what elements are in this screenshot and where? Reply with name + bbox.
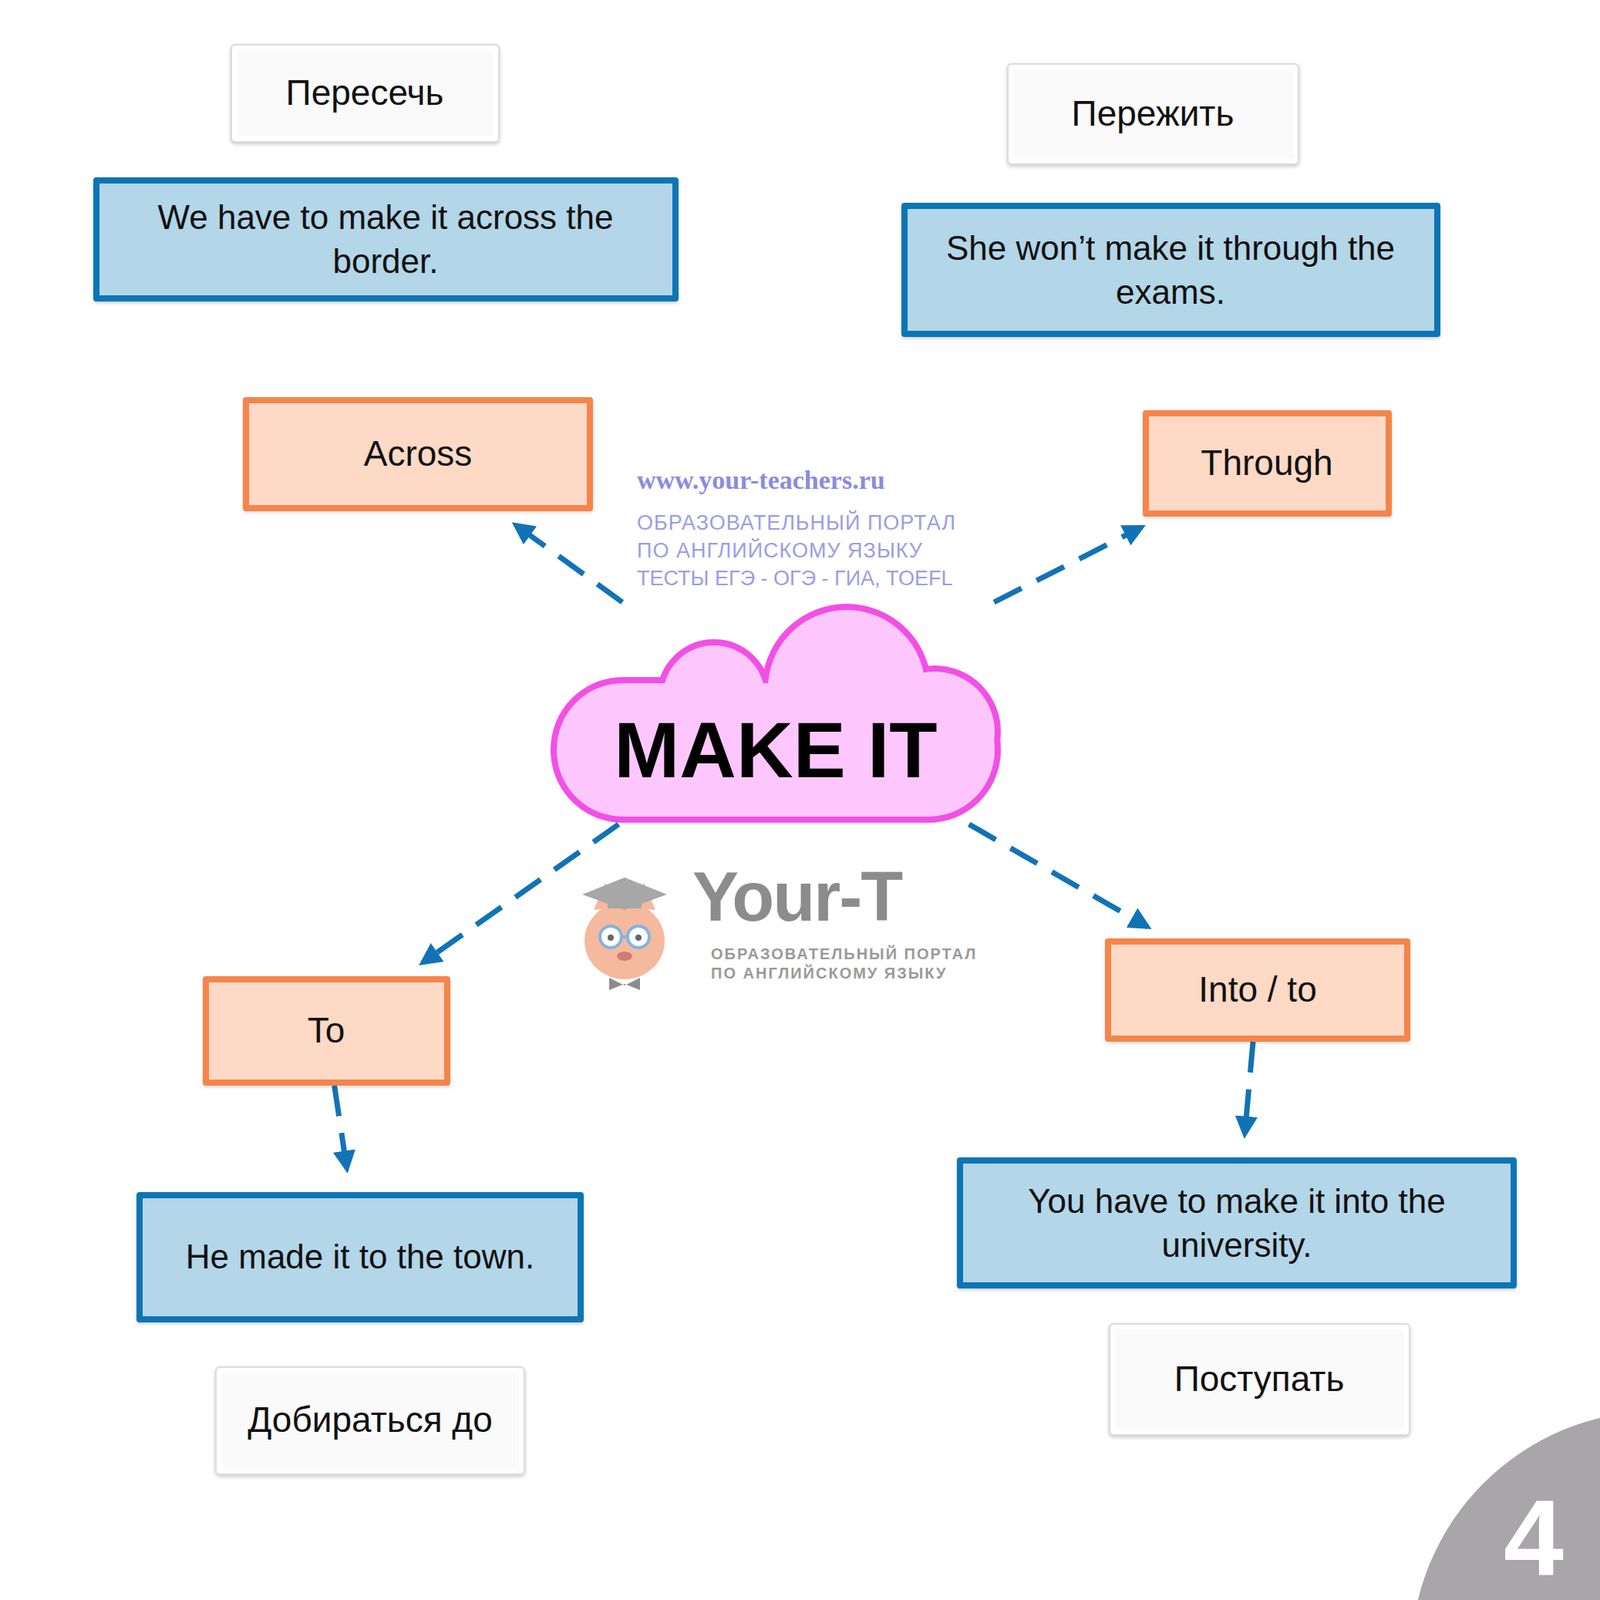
preposition-box: Into / to: [1104, 938, 1411, 1042]
translation-box: Добираться до: [215, 1366, 526, 1476]
box-text: Пересечь: [286, 70, 445, 117]
dashed-arrow: [969, 824, 1149, 927]
dashed-arrow: [422, 824, 619, 964]
preposition-box: Through: [1142, 410, 1392, 517]
translation-box: Пересечь: [230, 43, 500, 143]
website-watermark: www.your-teachers.ru: [636, 467, 886, 494]
dashed-arrow: [1244, 1041, 1254, 1135]
translation-box: Пережить: [1007, 63, 1300, 166]
corner-quarter-circle: [1411, 1411, 1600, 1600]
box-text: Добираться до: [247, 1397, 493, 1444]
example-box: We have to make it across the border.: [93, 177, 679, 302]
preposition-box: Across: [242, 397, 593, 512]
central-cloud: MAKE IT: [549, 602, 1003, 825]
box-text: Across: [363, 431, 473, 478]
box-text: Into / to: [1198, 966, 1317, 1014]
dashed-arrow: [334, 1085, 347, 1169]
watermark-text: ОБРАЗОВАТЕЛЬНЫЙ ПОРТАЛ: [636, 512, 957, 534]
box-text: She won’t make it through the exams.: [919, 225, 1422, 314]
page-number: 4: [1503, 1484, 1564, 1593]
box-text: To: [307, 1007, 346, 1055]
cat-logo-icon: [582, 877, 667, 991]
watermark-text: ТЕСТЫ ЕГЭ - ОГЭ - ГИА, TOEFL: [636, 568, 954, 590]
preposition-box: To: [202, 976, 451, 1086]
central-phrase: MAKE IT: [613, 707, 937, 794]
logo-wordmark: Your-T: [692, 862, 902, 932]
box-text: He made it to the town.: [185, 1234, 535, 1279]
example-box: He made it to the town.: [136, 1192, 584, 1323]
example-box: She won’t make it through the exams.: [901, 202, 1441, 337]
box-text: We have to make it across the border.: [111, 195, 661, 283]
logo-subtitle: ОБРАЗОВАТЕЛЬНЫЙ ПОРТАЛ: [710, 946, 977, 962]
dashed-arrow: [515, 525, 623, 603]
dashed-arrow: [993, 527, 1142, 603]
translation-box: Поступать: [1108, 1323, 1411, 1436]
box-text: Пережить: [1071, 90, 1235, 138]
watermark-text: ПО АНГЛИЙСКОМУ ЯЗЫКУ: [636, 540, 923, 562]
box-text: You have to make it into the university.: [975, 1178, 1499, 1267]
box-text: Through: [1200, 440, 1333, 487]
example-box: You have to make it into the university.: [956, 1157, 1517, 1289]
logo-subtitle: ПО АНГЛИЙСКОМУ ЯЗЫКУ: [710, 965, 948, 981]
box-text: Поступать: [1174, 1356, 1345, 1403]
